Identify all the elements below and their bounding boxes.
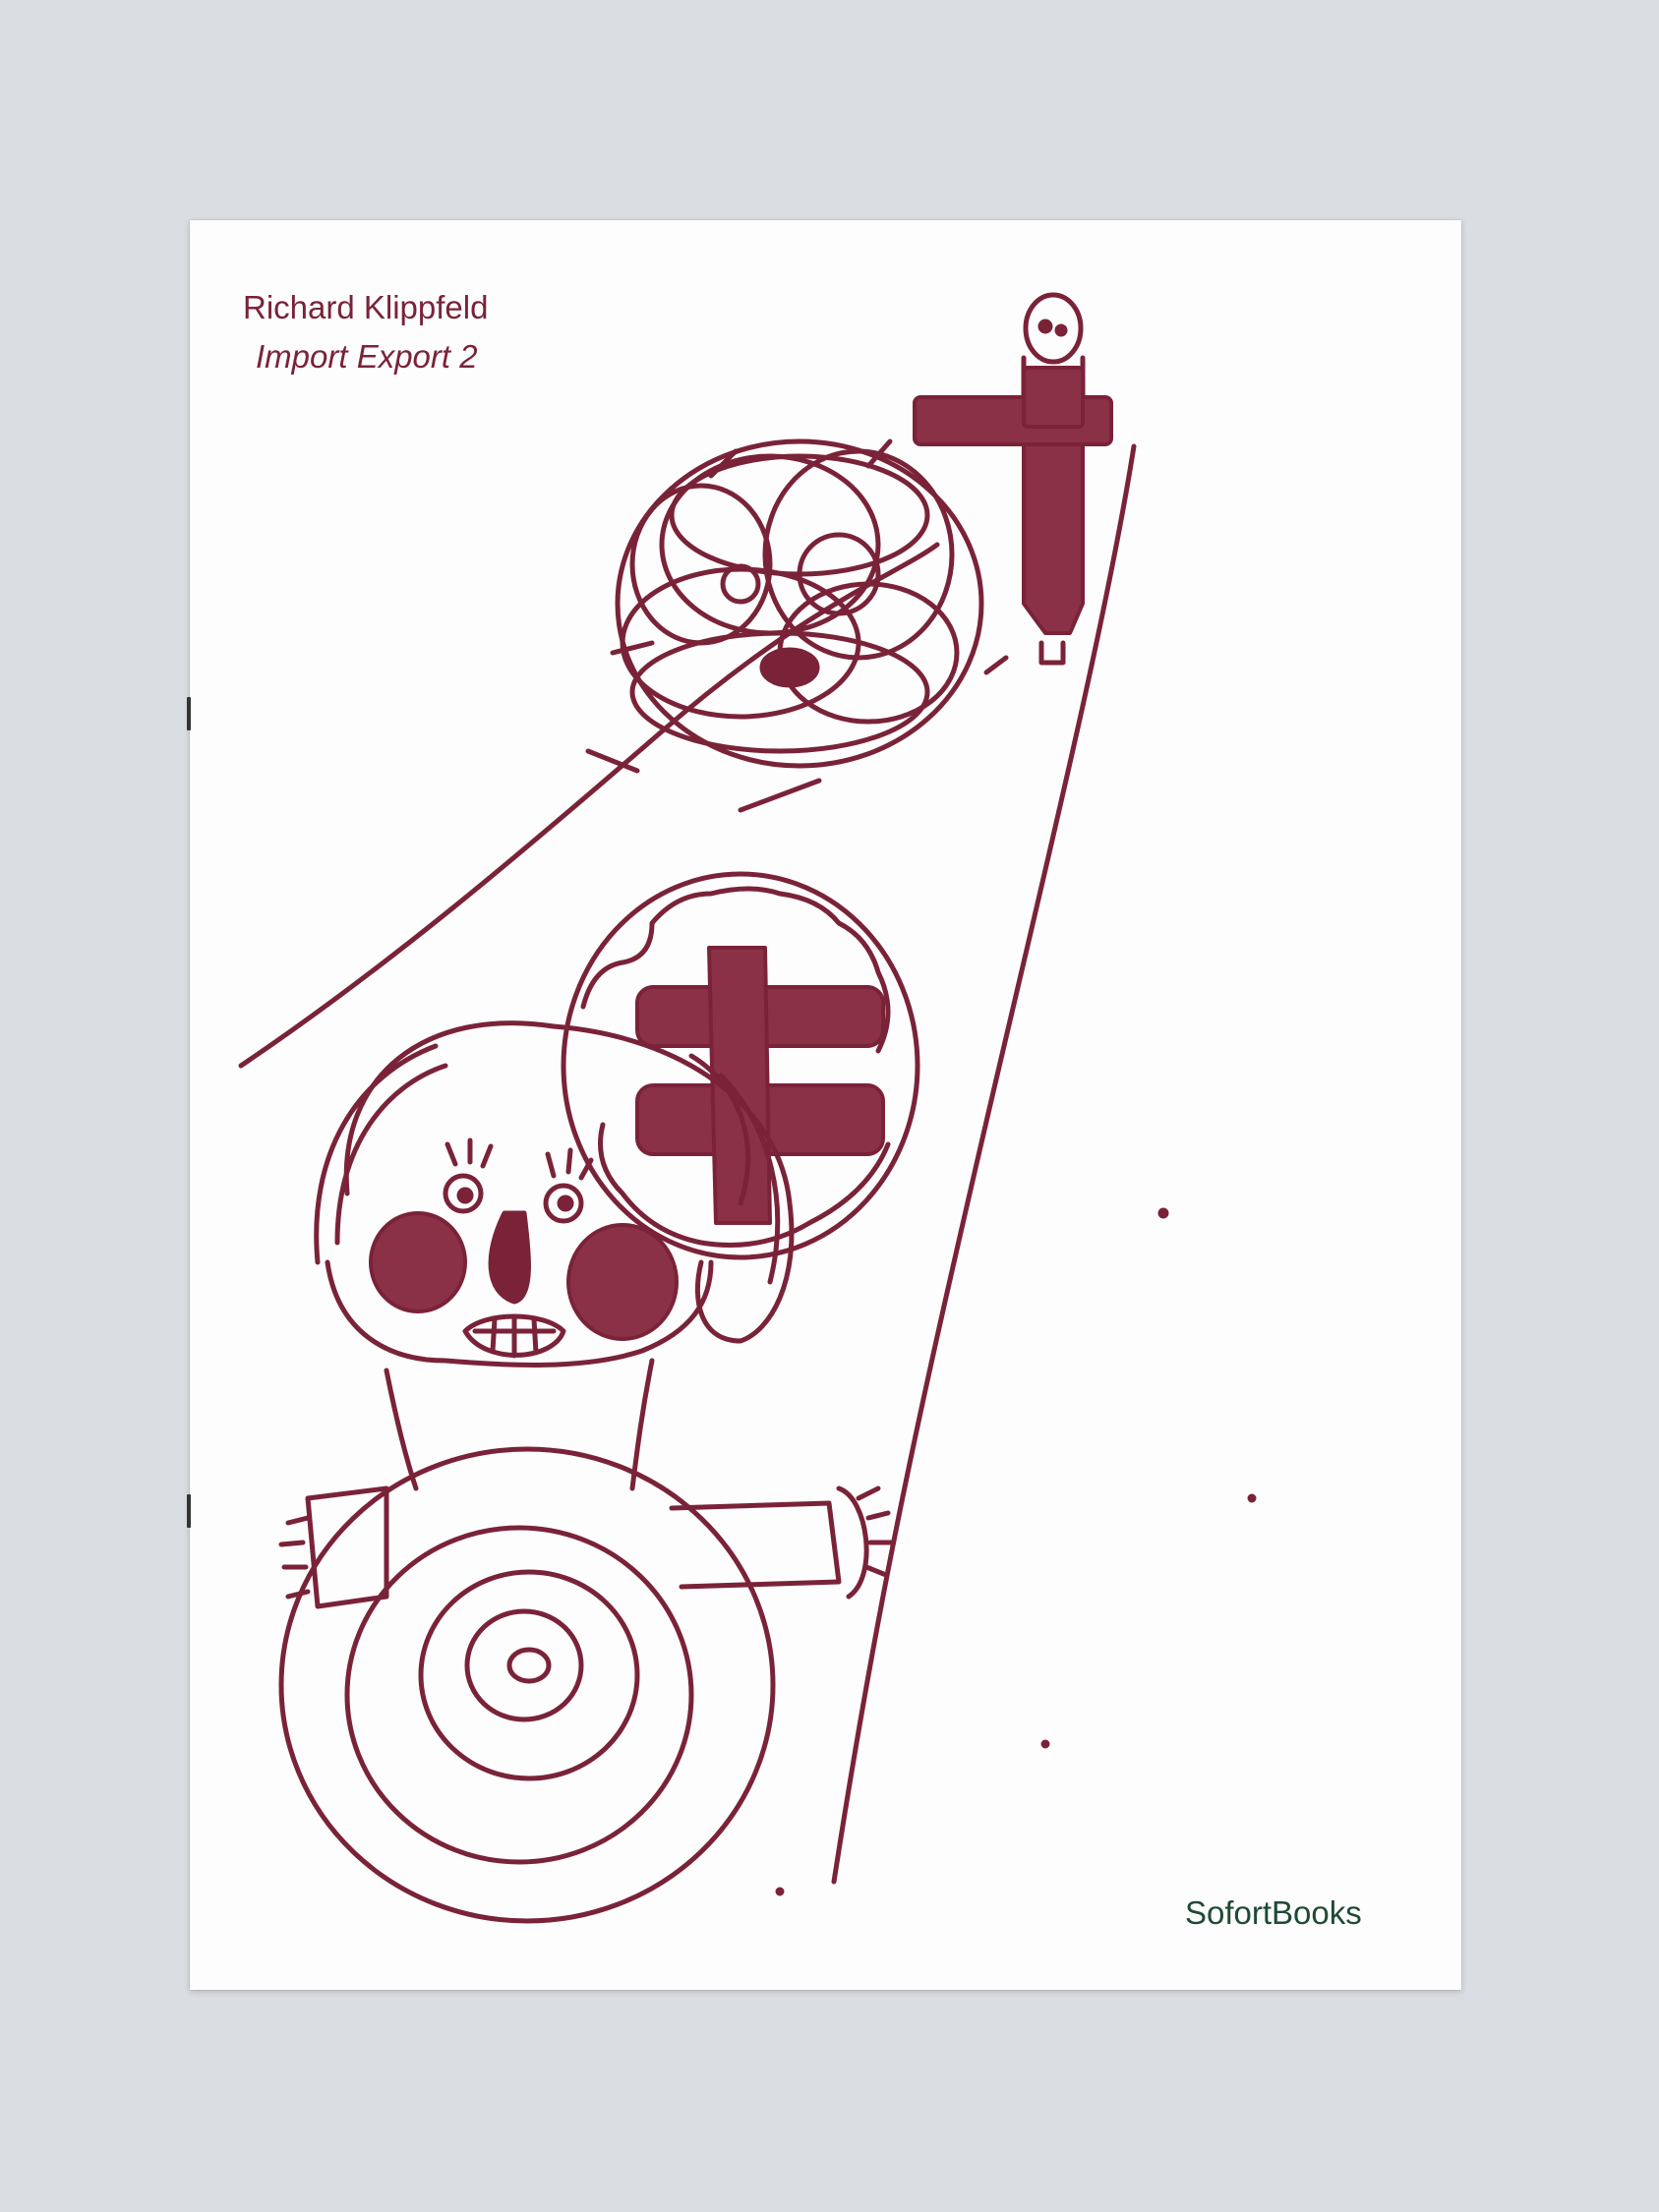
book-title: Import Export 2 xyxy=(256,338,478,375)
cross-medallion xyxy=(561,871,920,1260)
scribble-ball xyxy=(585,438,984,813)
nose xyxy=(488,1210,531,1305)
book-cover: Richard Klippfeld Import Export 2 Sofort… xyxy=(187,220,1461,1990)
hair xyxy=(343,1020,795,1344)
publisher-name: SofortBooks xyxy=(1185,1894,1362,1931)
mouth xyxy=(462,1313,566,1359)
road-inner-edge xyxy=(983,655,1009,675)
face xyxy=(325,1259,714,1368)
child-figure xyxy=(278,1020,895,1924)
author-name: Richard Klippfeld xyxy=(243,289,489,325)
staple-bottom xyxy=(187,1494,191,1528)
road-right-edge xyxy=(831,443,1137,1885)
cover-illustration xyxy=(238,292,1257,1924)
staple-top xyxy=(187,697,191,730)
small-cross-figure xyxy=(913,292,1113,666)
